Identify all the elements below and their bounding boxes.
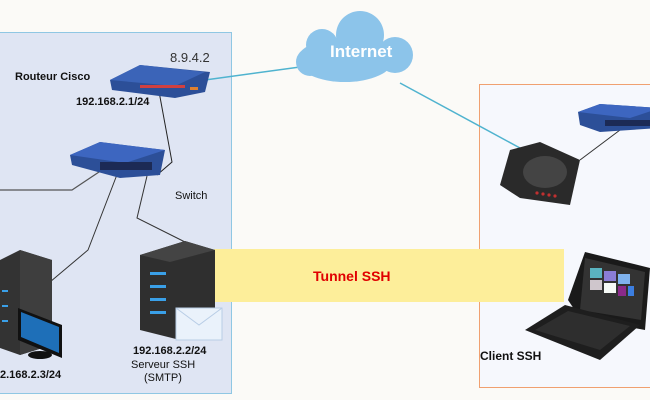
ssh-server-service-label: (SMTP) xyxy=(144,372,182,384)
router-private-ip-label: 192.168.2.1/24 xyxy=(76,96,150,108)
ssh-server-name-label: Serveur SSH xyxy=(131,359,196,371)
switch-server-link xyxy=(136,175,186,243)
internet-client-link xyxy=(399,82,521,149)
tunnel-label: Tunnel SSH xyxy=(313,268,391,284)
router-public-ip-label: 8.9.4.2 xyxy=(170,50,210,65)
ssh-tunnel-band xyxy=(214,249,564,302)
switch-left-link xyxy=(0,167,106,191)
switch-label: Switch xyxy=(175,190,208,202)
ssh-server-ip-label: 192.168.2.2/24 xyxy=(133,345,207,357)
router-name-label: Routeur Cisco xyxy=(15,71,91,83)
modem-switch-link xyxy=(579,129,621,161)
internet-cloud-icon xyxy=(296,11,413,82)
switch-workstation-link xyxy=(49,171,119,283)
client-switch-icon xyxy=(578,104,650,132)
monitor-icon xyxy=(18,308,62,359)
router-switch-link xyxy=(156,85,173,176)
router-internet-link xyxy=(204,66,301,81)
laptop-icon xyxy=(525,252,650,360)
modem-icon xyxy=(500,142,580,205)
mail-envelope-icon xyxy=(175,307,223,341)
lan-switch-icon xyxy=(70,142,165,178)
internet-label: Internet xyxy=(330,42,393,61)
workstation-ip-label: 2.168.2.3/24 xyxy=(0,369,62,381)
router-icon xyxy=(110,65,210,98)
client-label: Client SSH xyxy=(480,349,542,363)
